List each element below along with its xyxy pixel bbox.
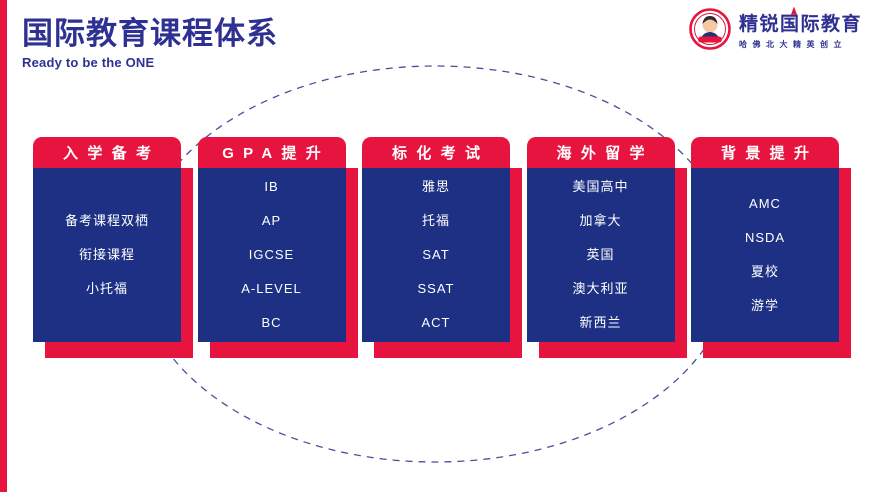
card-item: 备考课程双栖 (64, 213, 149, 228)
page-title: 国际教育课程体系 (22, 16, 278, 51)
card-item: SSAT (417, 281, 455, 296)
card-item: IB (264, 179, 279, 194)
course-card: 背景提升 AMC NSDA 夏校游学 (691, 137, 851, 358)
page-subtitle: Ready to be the ONE (22, 54, 155, 70)
logo-spark-icon (790, 6, 797, 15)
card-header: 入学备考 (33, 137, 181, 168)
card-body: AMC NSDA 夏校游学 (691, 168, 839, 342)
card-item: 小托福 (85, 281, 128, 296)
card-header: 标化考试 (362, 137, 510, 168)
logo-name-text: 精锐国际教育 (738, 13, 862, 35)
card-item: 加拿大 (579, 213, 622, 228)
card-body: 备考课程双栖衔接课程小托福 (33, 168, 181, 342)
title-block: 国际教育课程体系 Ready to be the ONE (22, 16, 278, 70)
brand-logo: 精锐国际教育 哈佛北大精英创立 (689, 6, 862, 50)
card-item: 衔接课程 (78, 247, 135, 262)
card-item: IGCSE (248, 247, 295, 262)
card-item: 美国高中 (572, 179, 629, 194)
logo-badge-icon (689, 8, 731, 50)
left-accent-stripe (0, 0, 7, 492)
course-card: 入学备考备考课程双栖衔接课程小托福 (33, 137, 193, 358)
card-header: 背景提升 (691, 137, 839, 168)
logo-tagline: 哈佛北大精英创立 (738, 39, 847, 49)
card-item: 澳大利亚 (572, 281, 629, 296)
card-item: A-LEVEL (241, 281, 302, 296)
card-header: 海外留学 (526, 137, 675, 168)
card-item: AMC (749, 196, 781, 211)
card-item: NSDA (744, 230, 786, 245)
logo-name: 精锐国际教育 (738, 6, 862, 36)
card-item: SAT (422, 247, 450, 262)
course-card: 海外留学美国高中加拿大英国澳大利亚新西兰 (526, 137, 687, 358)
course-card: 标化考试雅思托福 SAT SSAT ACT (362, 137, 522, 358)
card-item: 英国 (586, 247, 615, 262)
card-item: BC (261, 315, 282, 330)
card-item: ACT (421, 315, 451, 330)
card-body: 雅思托福 SAT SSAT ACT (362, 168, 510, 342)
course-card: GPA提升 IB AP IGCSE A-LEVEL BC (197, 137, 358, 358)
card-body: 美国高中加拿大英国澳大利亚新西兰 (526, 168, 675, 342)
card-body: IB AP IGCSE A-LEVEL BC (197, 168, 346, 342)
card-item: AP (261, 213, 282, 228)
card-item: 托福 (421, 213, 450, 228)
card-item: 夏校 (750, 264, 779, 279)
card-item: 游学 (750, 298, 779, 313)
card-item: 新西兰 (579, 315, 622, 330)
card-item: 雅思 (421, 179, 450, 194)
card-header: GPA提升 (197, 137, 346, 168)
logo-text: 精锐国际教育 哈佛北大精英创立 (738, 6, 862, 50)
